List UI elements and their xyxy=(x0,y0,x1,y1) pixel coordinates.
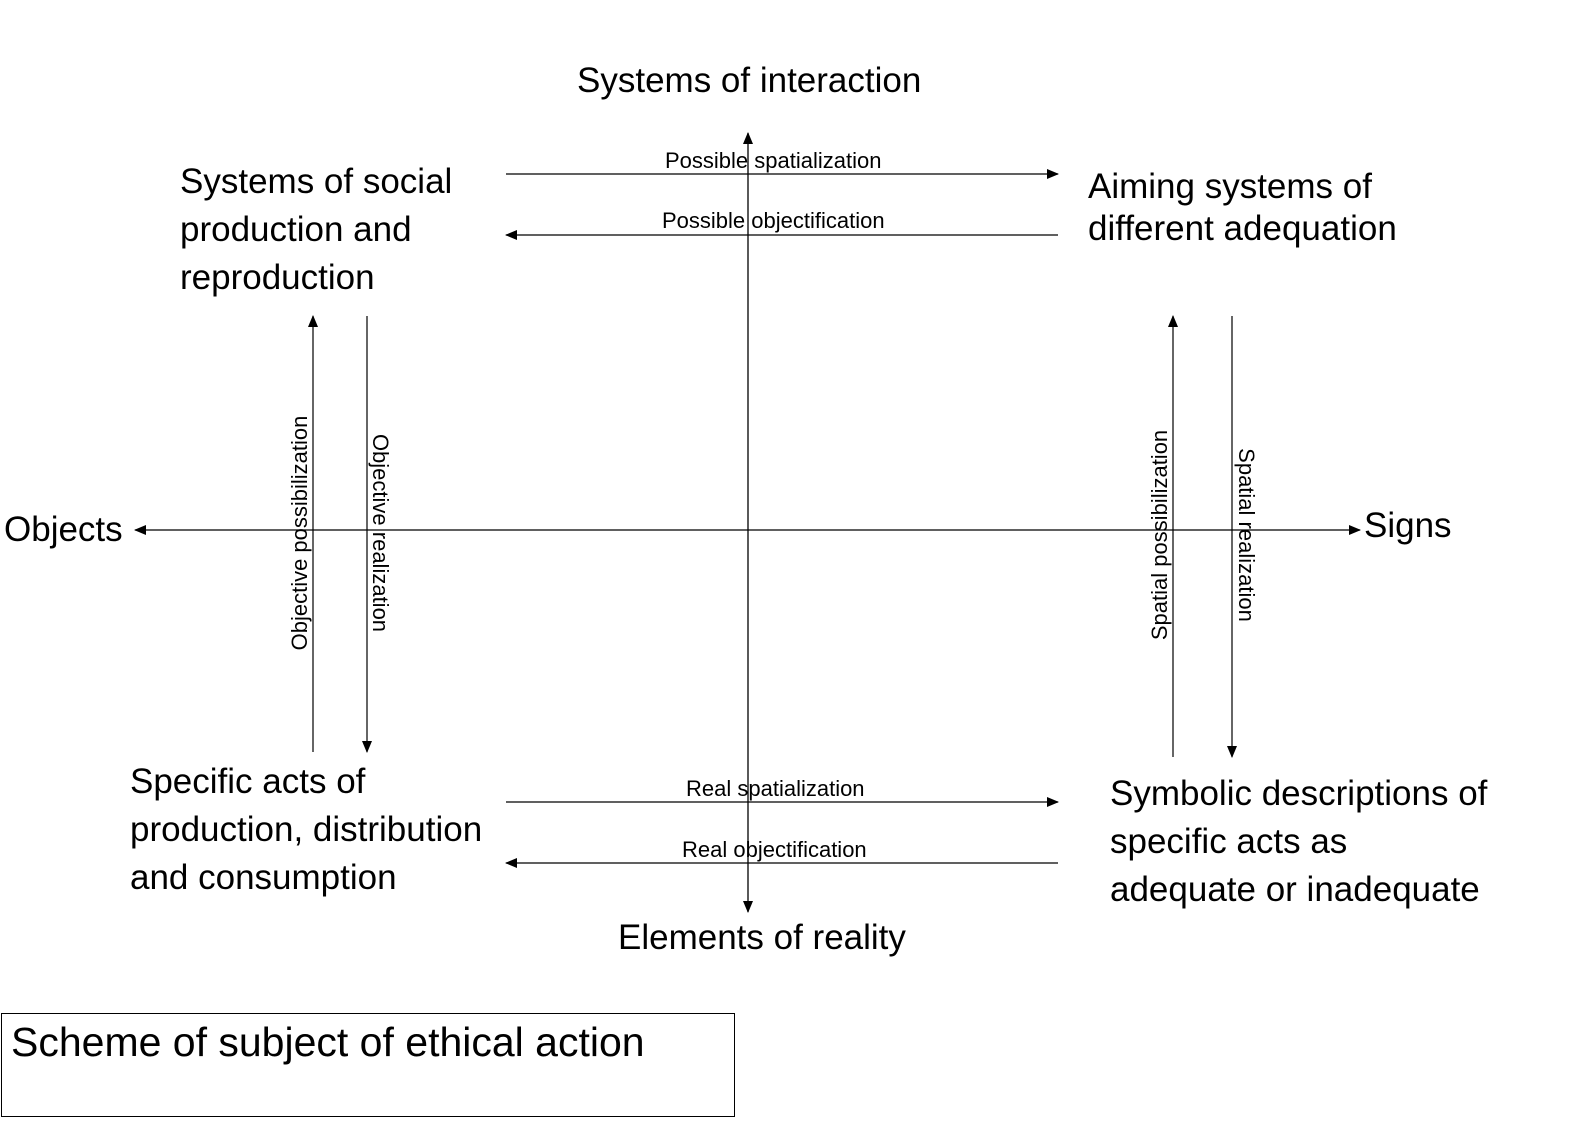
node-bottom-left: Specific acts of production, distributio… xyxy=(130,762,483,897)
label-real-objectification: Real objectification xyxy=(682,837,867,862)
label-spatial-possibilization: Spatial possibilization xyxy=(1147,429,1172,641)
axis-label-left: Objects xyxy=(4,510,123,549)
caption-box: Scheme of subject of ethical action xyxy=(1,1013,735,1117)
caption-text: Scheme of subject of ethical action xyxy=(11,1019,645,1065)
label-possible-spatialization: Possible spatialization xyxy=(665,148,882,173)
label-possible-objectification: Possible objectification xyxy=(662,208,885,233)
node-top-right: Aiming systems of different adequation xyxy=(1088,167,1397,248)
axis-label-bottom: Elements of reality xyxy=(618,918,906,957)
label-real-spatialization: Real spatialization xyxy=(686,776,865,801)
node-bottom-right: Symbolic descriptions of specific acts a… xyxy=(1110,774,1488,909)
label-objective-possibilization: Objective possibilization xyxy=(287,415,312,651)
axis-label-right: Signs xyxy=(1364,506,1452,545)
node-top-left: Systems of social production and reprodu… xyxy=(180,162,453,297)
label-spatial-realization: Spatial realization xyxy=(1234,448,1259,622)
axis-label-top: Systems of interaction xyxy=(577,61,922,100)
label-objective-realization: Objective realization xyxy=(368,433,393,633)
